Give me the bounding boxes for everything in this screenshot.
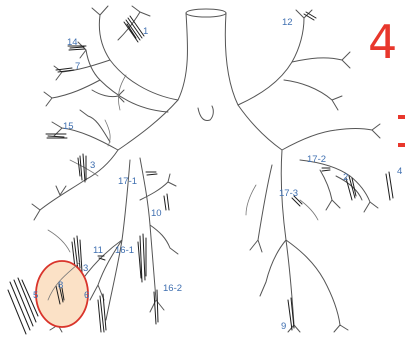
segment-label: 17-1 — [118, 176, 137, 187]
segment-label: 6 — [84, 290, 89, 301]
panel-number: 4 — [368, 15, 397, 69]
segment-label: 17-2 — [307, 154, 326, 165]
right-lung-airways — [238, 10, 380, 332]
segment-label: 5 — [33, 290, 38, 301]
segment-label: 11 — [93, 245, 103, 256]
segment-label: 1 — [143, 26, 148, 37]
segment-label: 17-3 — [279, 188, 298, 199]
highlight-region — [36, 261, 88, 327]
segment-label: 7 — [75, 61, 80, 72]
segment-label: 10 — [151, 208, 162, 219]
segment-label: 16-2 — [163, 283, 182, 294]
segment-label: 15 — [63, 121, 74, 132]
segment-label: 16-1 — [115, 245, 134, 256]
segment-label: 9 — [281, 321, 286, 332]
segment-label: 12 — [282, 17, 293, 28]
segment-label: 8 — [58, 280, 63, 291]
segment-label: 14 — [67, 37, 78, 48]
red-marker-dashes — [398, 115, 405, 147]
segment-label: 2 — [343, 172, 348, 183]
segment-label: 3 — [90, 160, 95, 171]
segment-label: 3 — [83, 263, 88, 274]
segment-label: 4 — [397, 166, 402, 177]
